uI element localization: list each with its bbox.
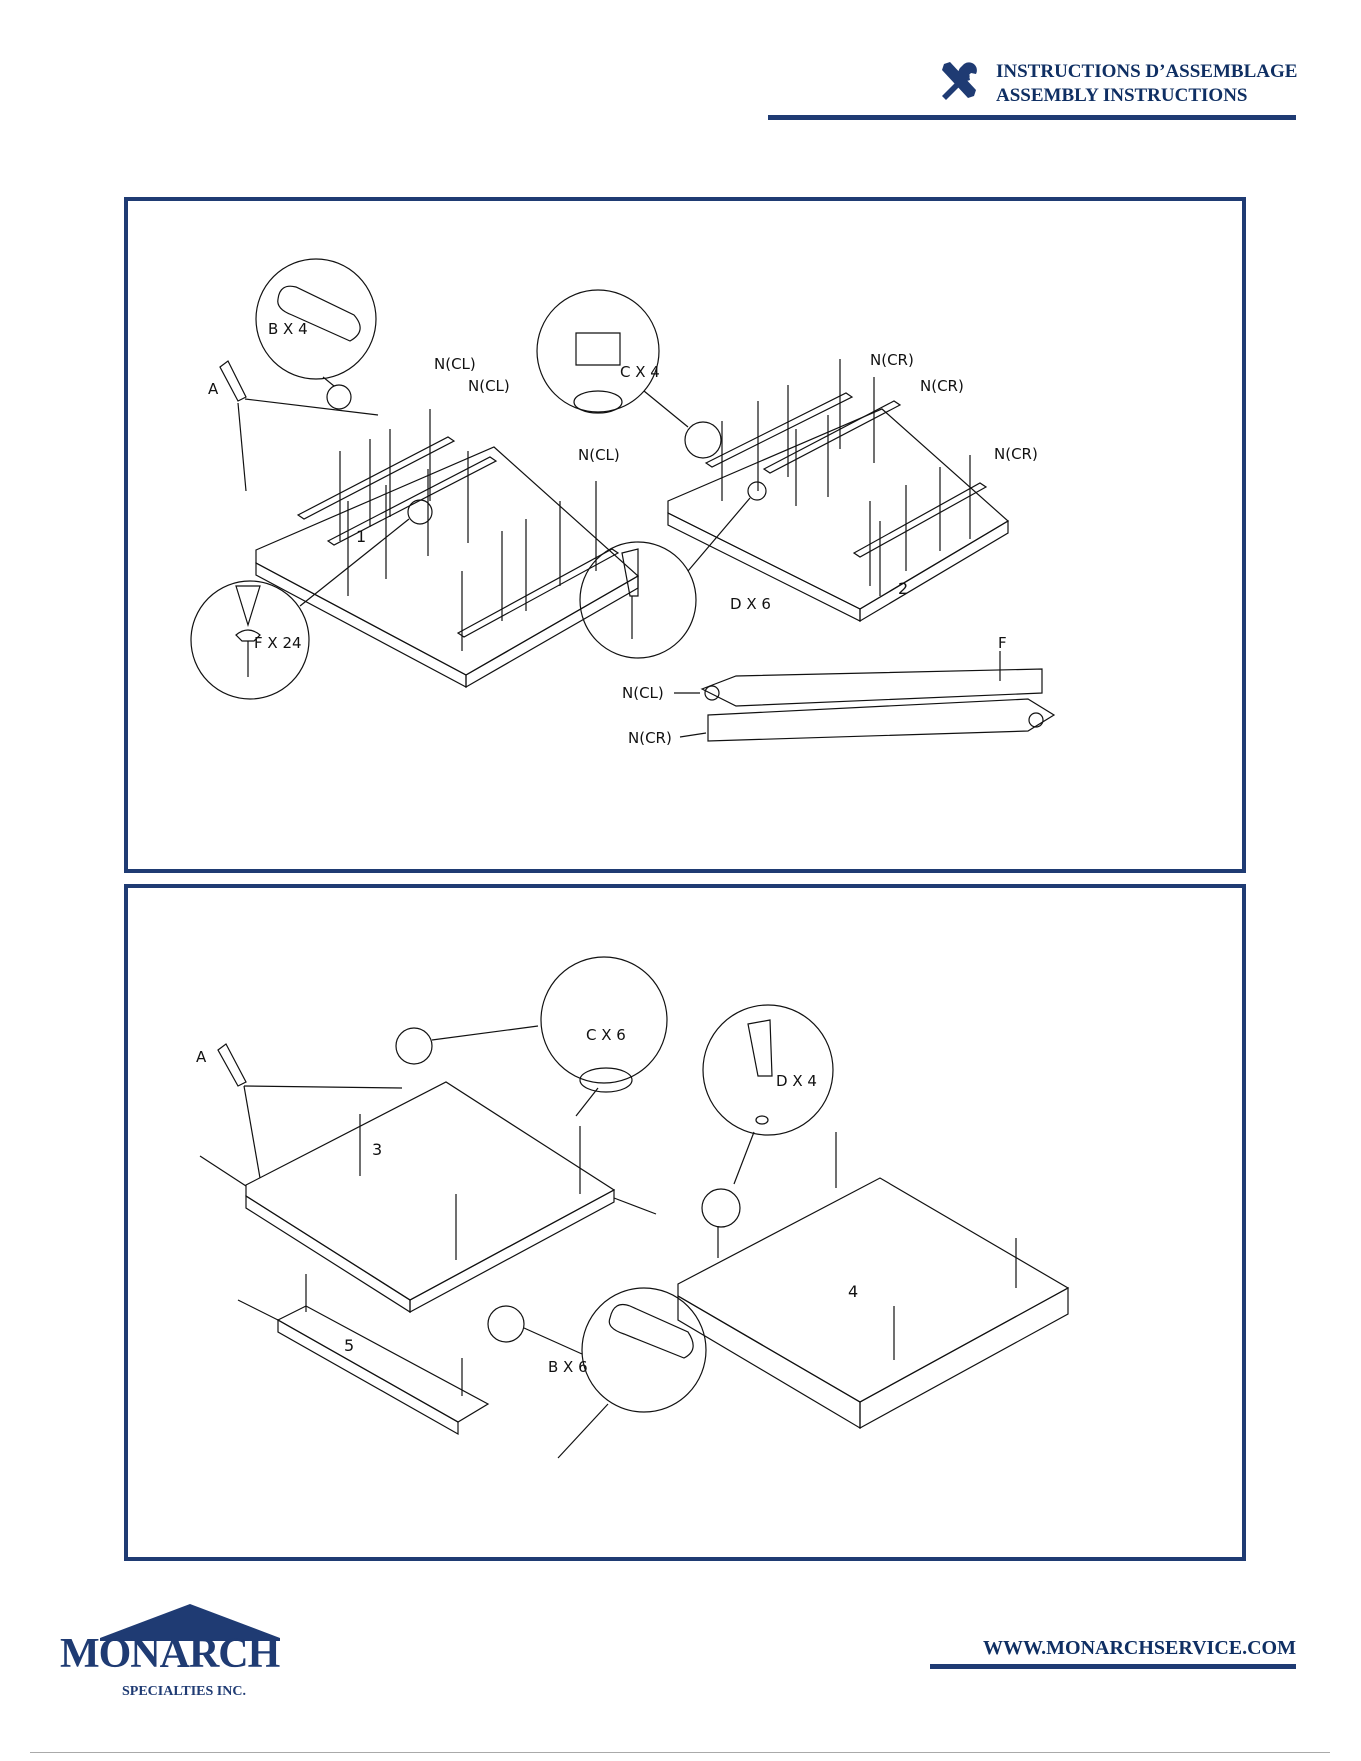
rail-label-cl-1: N(CL) [434,355,476,373]
bolt-detail-small-circle [748,482,766,500]
instruction-panel-steps-3-4-5: A 3 C X 6 D X 4 4 5 B X 6 [124,884,1246,1561]
dowel-detail-small-circle-3 [488,1306,524,1342]
step-1-number: 1 [356,527,366,546]
header-rule [768,115,1296,120]
cam-callout-circle-3 [541,957,667,1083]
step-4-number: 4 [848,1282,858,1301]
rail-cr-1 [706,393,852,467]
step-2-number: 2 [898,579,908,598]
panel-1-illustration: A B X 4 N(CL) N(CL) N(CL) 1 F X 24 C X 4… [128,201,1242,869]
dowel-callout-circle-3 [582,1288,706,1412]
screws-board-1 [340,409,596,651]
panel-2-illustration: A 3 C X 6 D X 4 4 5 B X 6 [128,888,1242,1557]
cam-detail-small-circle-3 [396,1028,432,1064]
step-5-number: 5 [344,1336,354,1355]
dowel-quantity-label-3: B X 6 [548,1358,588,1376]
dowel-quantity-label: B X 4 [268,320,308,338]
header-title-french: INSTRUCTIONS D’ASSEMBLAGE [996,61,1297,83]
board-5 [278,1306,488,1422]
board-4 [678,1178,1068,1402]
tool-a-label: A [208,380,219,398]
board-1 [256,447,638,675]
rail-label-cl-3: N(CL) [578,446,620,464]
rail-label-cr-1: N(CR) [870,351,914,369]
monarch-logo: MONARCH SPECIALTIES INC. [58,1604,273,1700]
cam-quantity-label-3: C X 6 [586,1026,626,1044]
screw-quantity-label: F X 24 [254,634,302,652]
bolt-quantity-label-4: D X 4 [776,1072,817,1090]
dowel-callout-circle [256,259,376,379]
page-header: INSTRUCTIONS D’ASSEMBLAGE ASSEMBLY INSTR… [768,52,1296,124]
tool-a-label-3: A [196,1048,207,1066]
rail-cl-2 [328,457,496,545]
brand-name: MONARCH [60,1630,279,1678]
panel-2-labels: A 3 C X 6 D X 4 4 5 B X 6 [196,1026,858,1376]
allen-key-tool-a [218,1044,246,1086]
instruction-panel-steps-1-2: A B X 4 N(CL) N(CL) N(CL) 1 F X 24 C X 4… [124,197,1246,873]
cam-quantity-label: C X 4 [620,363,660,381]
page-bottom-line [30,1752,1330,1753]
header-title-english: ASSEMBLY INSTRUCTIONS [996,85,1247,107]
step-3-number: 3 [372,1140,382,1159]
footer-rule [930,1664,1296,1669]
board-2 [668,409,1008,609]
rail-detail-screw-label: F [998,634,1007,652]
rail-cr-2 [764,401,900,473]
website-link[interactable]: WWW.MONARCHSERVICE.COM [930,1637,1296,1660]
cam-callout-circle [537,290,659,412]
rail-label-cr-2: N(CR) [920,377,964,395]
rail-detail-left-label: N(CL) [622,684,664,702]
dowel-detail-small-circle [327,385,351,409]
allen-key-tool-a [220,361,246,401]
tools-icon [936,58,982,104]
bolt-callout-circle-4 [703,1005,833,1135]
rail-label-cl-2: N(CL) [468,377,510,395]
board-3 [246,1082,614,1300]
rail-detail-right-label: N(CR) [628,729,672,747]
bolt-detail-small-circle-4 [702,1189,740,1227]
brand-subtitle: SPECIALTIES INC. [122,1684,246,1700]
bolt-quantity-label: D X 6 [730,595,771,613]
cam-detail-small-circle [685,422,721,458]
rail-label-cr-3: N(CR) [994,445,1038,463]
